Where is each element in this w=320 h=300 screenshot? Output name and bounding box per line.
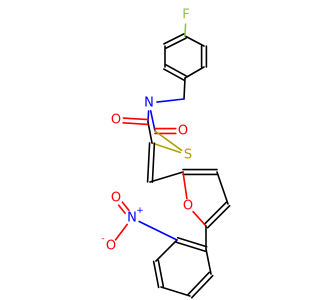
bond-pc1-pc2-a (176, 236, 208, 248)
bond-pc5-pc6-a (190, 274, 214, 299)
bond-r1-r2 (184, 35, 205, 47)
bond-r6-r5-b (163, 68, 185, 81)
bond-fc5-ofu (191, 210, 207, 227)
bond-c5-c4 (147, 121, 153, 144)
bond-pc2-nn (138, 220, 178, 241)
bond-nn-oa (114, 223, 128, 242)
bond-s1-c5 (151, 142, 182, 154)
bond-pc3-pc4-b (157, 259, 165, 288)
bond-fc3-fc4 (216, 171, 229, 205)
bond-nn-ob-a (121, 201, 130, 212)
bond-pc5-pc6-b (187, 271, 211, 296)
bond-layer (114, 23, 231, 299)
atom-label-bg (179, 8, 193, 22)
bond-c2-s1 (154, 130, 183, 152)
atom-label-ofu: O (183, 199, 193, 214)
atom-label-bg (125, 211, 139, 225)
charge-oa: - (101, 234, 104, 244)
bond-c4-o4-b (122, 122, 149, 126)
bond-pc2-pc3 (155, 239, 178, 262)
bond-r4-r1-b (163, 33, 185, 45)
bond-c5-ch-b (151, 142, 156, 183)
atom-label-bg (181, 199, 195, 213)
atom-label-bg (176, 124, 190, 138)
bond-c4-o4-a (122, 117, 149, 121)
bond-nn-ob-b (117, 204, 126, 215)
bond-fc4-fc5-a (203, 201, 228, 226)
atom-label-bg (142, 96, 156, 110)
bond-c5-ch-a (146, 142, 151, 183)
atom-label-bg (181, 148, 195, 162)
atom-label-o4: O (111, 113, 121, 128)
bond-r4-r1-a (165, 37, 187, 49)
atom-label-bg (109, 113, 123, 127)
bond-r6-ch2 (183, 77, 186, 100)
atom-label-f: F (182, 8, 189, 23)
bond-r6-r5-a (165, 64, 187, 77)
atom-label-nn: N (127, 211, 137, 226)
bond-fc4-fc5-b (206, 204, 231, 229)
atom-label-ob: O (111, 191, 121, 206)
bond-ch2-n3 (156, 98, 185, 103)
atom-label-s1: S (184, 148, 192, 163)
bond-pc6-pc1 (205, 248, 212, 275)
bond-f-r1 (184, 23, 187, 37)
charge-nn: + (136, 206, 144, 216)
bond-r3-r6 (184, 66, 205, 79)
bond-ch-fc2 (149, 171, 184, 183)
atom-label-oa: O (106, 239, 116, 254)
atom-label-n3: N (144, 96, 154, 111)
bond-n3-c2 (149, 110, 156, 132)
bond-pc4-pc5 (160, 286, 191, 297)
atom-label-bg (104, 239, 118, 253)
atom-label-bg (109, 191, 123, 205)
bond-pc3-pc4-a (152, 260, 160, 289)
bond-pc1-pc2-b (175, 241, 207, 253)
bond-ofu-fc2 (182, 171, 188, 200)
atom-label-o2: O (178, 124, 188, 139)
